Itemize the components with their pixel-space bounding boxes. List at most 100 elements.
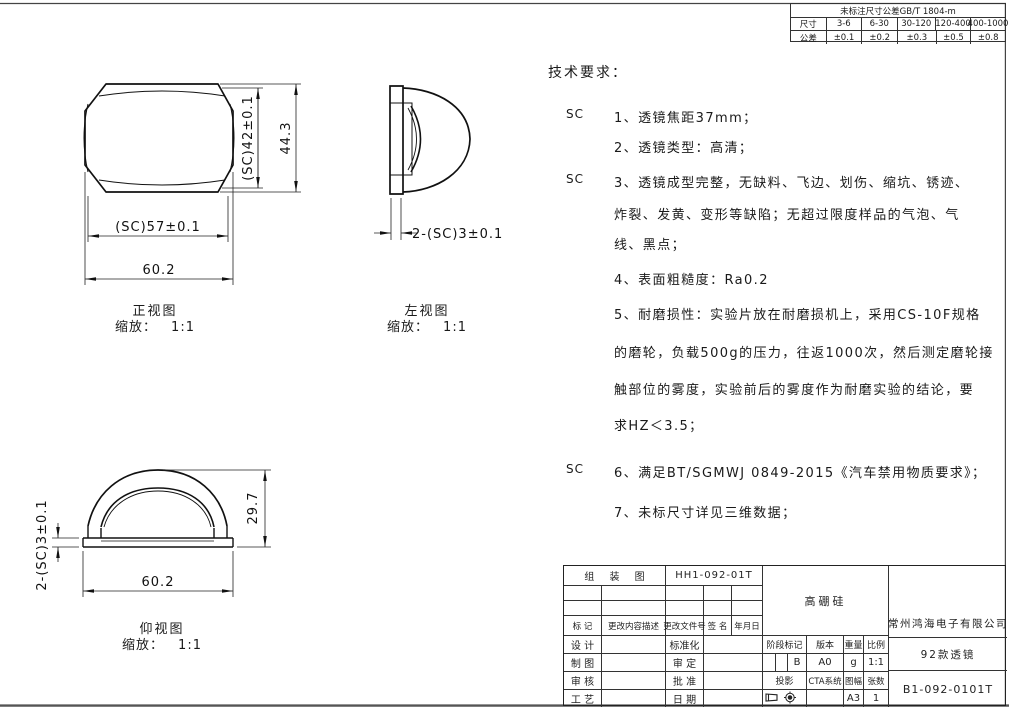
rev-cell	[602, 586, 666, 601]
tech-line: 6、满足BT/SGMWJ 0849-2015《汽车禁用物质要求》；	[614, 466, 987, 481]
rev-header-sign: 签 名	[704, 616, 732, 636]
standardize-label: 标准化	[666, 636, 704, 654]
front-right-arc	[229, 103, 235, 173]
bottom-view-scale: 缩放： 1:1	[97, 638, 227, 654]
sheet-count-value: 1	[864, 690, 889, 707]
first-angle-projection-icon	[765, 691, 796, 704]
left-view-caption: 左视图 缩放：1:1	[362, 304, 492, 336]
bottom-flange-dim: 2-(SC)3±0.1	[35, 499, 50, 590]
rev-cell	[564, 586, 602, 601]
weight-label: 重量	[844, 636, 864, 654]
front-view-name: 正视图	[132, 304, 178, 319]
size-range: 120-400	[935, 18, 972, 31]
scale-label: 缩放：	[387, 320, 430, 335]
rev-header-desc: 更改内容描述	[602, 616, 666, 636]
scale-value: 1:1	[178, 638, 202, 653]
front-inner-top-edge	[98, 90, 226, 97]
tech-line: 5、耐磨损性：实验片放在耐磨损机上，采用CS-10F规格	[614, 308, 981, 323]
drawing-number: B1-092-0101T	[902, 682, 994, 696]
date-value-cell	[704, 690, 763, 707]
assembly-label: 组 装 图	[564, 566, 666, 586]
review-sign-cell	[602, 672, 666, 690]
projection-label: 投影	[763, 672, 807, 690]
rev-cell	[732, 601, 763, 616]
scale-label: 缩放：	[122, 638, 165, 653]
bottom-view-caption: 仰视图 缩放： 1:1	[97, 622, 227, 654]
left-view-scale: 缩放： 1:1	[362, 320, 492, 336]
bottom-inner-dome-1	[100, 487, 215, 528]
bottom-view-name: 仰视图	[139, 622, 185, 637]
version-label: 版本	[807, 636, 844, 654]
tolerance-value-row: 公差 ±0.1 ±0.2 ±0.3 ±0.5 ±0.8	[791, 31, 1005, 44]
system-value-cell	[807, 690, 844, 707]
material-cell: 高硼硅	[763, 566, 889, 636]
left-inner-curve-2	[407, 107, 417, 171]
rev-header-date: 年月日	[732, 616, 763, 636]
process-label: 工 艺	[564, 690, 602, 707]
left-view	[374, 85, 471, 240]
version-value: A0	[807, 654, 844, 672]
tolerance-table-title: 未标注尺寸公差GB/T 1804-m	[791, 4, 1005, 18]
tech-line: 触部位的雾度，实验前后的雾度作为耐磨实验的结论，要	[614, 383, 975, 398]
title-block: 组 装 图 HH1-092-01T 标 记 更改内容描述 更改文件号 签 名 年…	[563, 565, 1007, 707]
approve-check-label: 审 定	[666, 654, 704, 672]
bottom-width-dim: 60.2	[142, 575, 175, 590]
size-range: 6-30	[862, 18, 898, 31]
weight-value: g	[844, 654, 864, 672]
tolerance-size-row: 尺寸 3-6 6-30 30-120 120-400 400-1000	[791, 18, 1009, 31]
rev-cell	[704, 586, 732, 601]
left-flange-dim: 2-(SC)3±0.1	[412, 227, 503, 242]
stage-mark-value: B	[788, 654, 807, 672]
date-label: 日 期	[666, 690, 704, 707]
scale-value: 1:1	[443, 320, 467, 335]
front-view	[83, 83, 301, 285]
tech-line: 求HZ＜3.5；	[614, 419, 704, 434]
left-inner-step	[403, 102, 413, 176]
sc-marker: SC	[566, 172, 584, 186]
size-range: 30-120	[897, 18, 937, 31]
front-view-caption: 正视图 缩放： 1:1	[90, 304, 220, 336]
system-label: CTA系统	[807, 672, 844, 690]
stage-sub-cell	[763, 654, 776, 672]
tech-requirements-title: 技术要求：	[548, 65, 628, 81]
approve-check-sign-cell	[704, 654, 763, 672]
review-label: 审 核	[564, 672, 602, 690]
standardize-sign-cell	[704, 636, 763, 654]
left-outer-curve	[402, 87, 471, 193]
front-outer-height-dim: 44.3	[279, 122, 294, 155]
bottom-height-dim: 29.7	[246, 492, 261, 525]
tech-line: 1、透镜焦距37mm；	[614, 111, 758, 126]
tolerance-value: ±0.5	[937, 31, 972, 44]
stage-sub-cell	[776, 654, 788, 672]
front-inner-width-dim: (SC)57±0.1	[115, 220, 201, 235]
tech-line: 2、透镜类型：高清；	[614, 141, 754, 156]
front-outer-outline	[84, 83, 234, 193]
design-label: 设 计	[564, 636, 602, 654]
tolerance-value: ±0.1	[827, 31, 863, 44]
sheet-size-value: A3	[844, 690, 864, 707]
tolerance-value: ±0.8	[977, 32, 999, 43]
scale-value: 1:1	[171, 320, 195, 335]
front-inner-height-dim: (SC)42±0.1	[241, 95, 256, 181]
rev-cell	[564, 601, 602, 616]
bottom-flange	[82, 526, 234, 548]
rev-cell	[602, 601, 666, 616]
assembly-number: HH1-092-01T	[666, 566, 763, 586]
tolerance-row-label: 公差	[791, 31, 827, 44]
scale-label: 缩放：	[115, 320, 158, 335]
bottom-view	[52, 469, 271, 597]
front-view-scale: 缩放： 1:1	[90, 320, 220, 336]
ratify-label: 批 准	[666, 672, 704, 690]
rev-cell	[732, 586, 763, 601]
sheet-count-label: 张数	[864, 672, 889, 690]
tolerance-value: ±0.3	[898, 31, 937, 44]
left-inner-curve-1	[410, 105, 422, 173]
sheet-size-label: 图幅	[844, 672, 864, 690]
draft-sign-cell	[602, 654, 666, 672]
size-range: 400-1000	[967, 19, 1009, 31]
rev-header-mark: 标 记	[564, 616, 602, 636]
size-row-label: 尺寸	[791, 18, 827, 31]
front-inner-bottom-edge	[98, 179, 226, 186]
